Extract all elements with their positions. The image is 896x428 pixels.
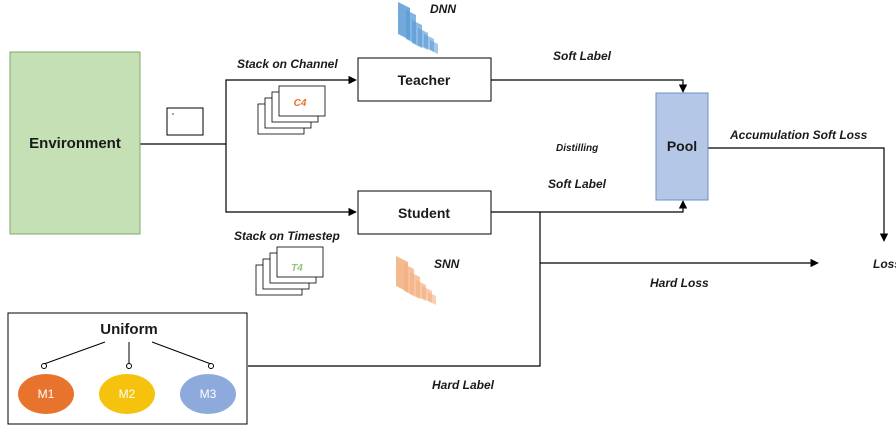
m2-connector-dot	[126, 363, 132, 369]
stack-on-channel-label: Stack on Channel	[237, 57, 338, 71]
m2-oval	[99, 374, 155, 414]
teacher-box	[357, 57, 492, 102]
dnn-label: DNN	[430, 2, 456, 16]
frame-dot	[172, 113, 174, 115]
environment-box	[9, 51, 141, 235]
student-label: Student	[398, 205, 450, 221]
uniform-label: Uniform	[100, 321, 158, 338]
timestep-stack-icon	[255, 246, 324, 296]
stack-on-timestep-label: Stack on Timestep	[234, 229, 340, 243]
student-to-pool-arrow	[491, 200, 688, 213]
dnn-icon	[398, 2, 438, 54]
m3-label: M3	[200, 387, 217, 401]
soft-label-student-label: Soft Label	[548, 177, 607, 191]
m3-connector-dot	[208, 363, 214, 369]
loss-label: Loss	[873, 257, 896, 271]
m1-oval	[18, 374, 74, 414]
split-to-teacher-arrow	[225, 75, 357, 144]
student-box	[357, 190, 492, 235]
m1-label: M1	[38, 387, 55, 401]
snn-label: SNN	[434, 257, 460, 271]
split-to-student-arrow	[225, 144, 357, 217]
pool-box	[655, 92, 709, 201]
teacher-label: Teacher	[398, 72, 451, 88]
hard-loss-label: Hard Loss	[650, 276, 709, 290]
m1-connector-dot	[41, 363, 47, 369]
snn-icon	[396, 256, 436, 305]
m2-label: M2	[119, 387, 136, 401]
connectors	[140, 75, 889, 367]
c4-tag: C4	[294, 98, 307, 109]
pool-to-loss-arrow	[708, 147, 889, 242]
pool-label: Pool	[667, 138, 697, 154]
channel-stack-icon	[257, 85, 326, 135]
accumulation-soft-loss-label: Accumulation Soft Loss	[729, 128, 868, 142]
uniform-connectors	[43, 341, 212, 365]
hard-label-label: Hard Label	[432, 378, 495, 392]
soft-label-teacher-label: Soft Label	[553, 49, 612, 63]
m3-oval	[180, 374, 236, 414]
t4-tag: T4	[291, 263, 303, 274]
frame-icon	[166, 107, 204, 136]
distilling-label: Distilling	[556, 143, 598, 154]
environment-label: Environment	[29, 135, 121, 152]
teacher-to-pool-arrow	[491, 79, 688, 93]
